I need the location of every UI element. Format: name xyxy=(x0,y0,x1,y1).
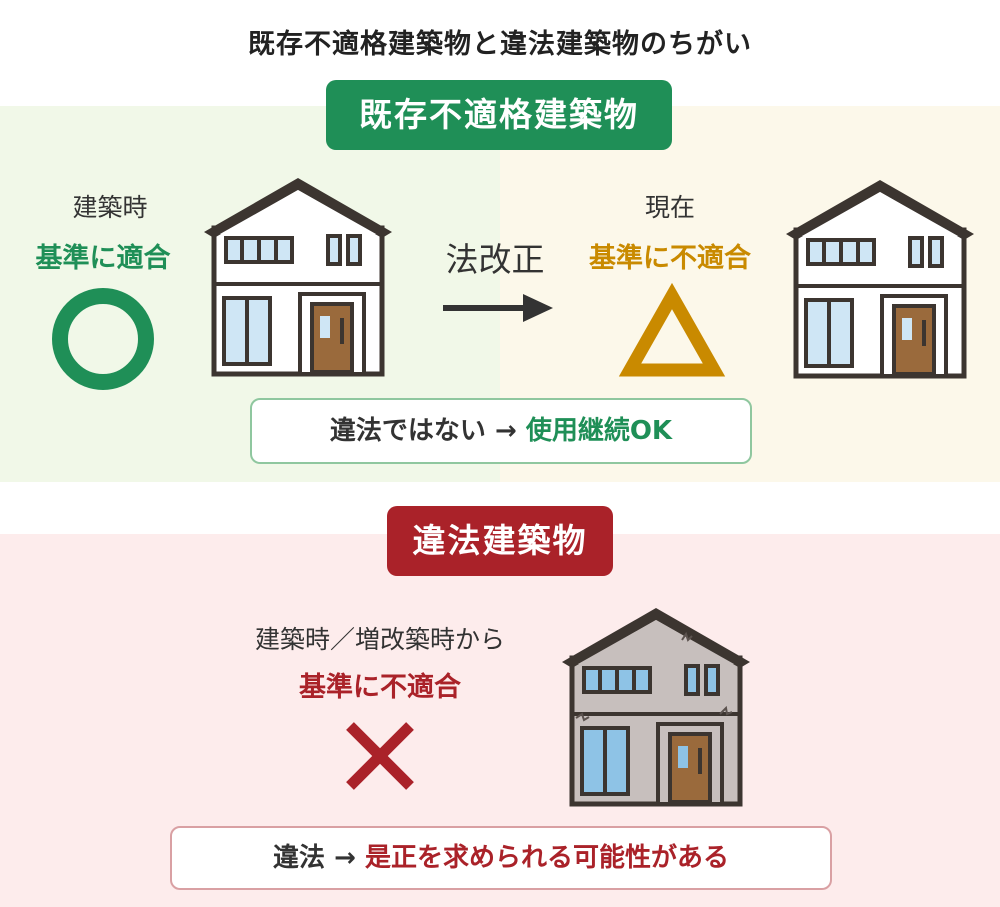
house-icon xyxy=(786,180,974,379)
right-arrow-icon xyxy=(443,294,553,322)
illegal-time-label: 建築時／増改築時から xyxy=(254,625,505,654)
illegal-note-highlight: 是正を求められる可能性がある xyxy=(364,843,729,873)
triangle-caution-icon xyxy=(618,282,726,377)
compliant-status: 基準に適合 xyxy=(35,243,171,274)
house-icon xyxy=(204,178,392,377)
current-label: 現在 xyxy=(644,193,695,222)
illegal-note-box: 違法 → 是正を求められる可能性がある xyxy=(170,826,832,890)
existing-note-highlight: 使用継続OK xyxy=(525,416,673,446)
existing-note-prefix: 違法ではない → xyxy=(329,416,526,446)
circle-ok-icon xyxy=(52,288,154,390)
illegal-note-prefix: 違法 → xyxy=(273,843,365,873)
non-compliant-status: 基準に不適合 xyxy=(589,243,751,274)
build-time-label: 建築時 xyxy=(72,193,148,222)
page-title: 既存不適格建築物と違法建築物のちがい xyxy=(248,29,752,60)
house-icon xyxy=(562,608,750,807)
law-revision-label: 法改正 xyxy=(445,240,545,279)
illegal-status: 基準に不適合 xyxy=(299,672,461,703)
existing-note-box: 違法ではない → 使用継続OK xyxy=(250,398,752,464)
cross-ng-icon xyxy=(346,722,414,790)
illegal-badge: 違法建築物 xyxy=(387,506,613,576)
existing-badge: 既存不適格建築物 xyxy=(326,80,672,150)
